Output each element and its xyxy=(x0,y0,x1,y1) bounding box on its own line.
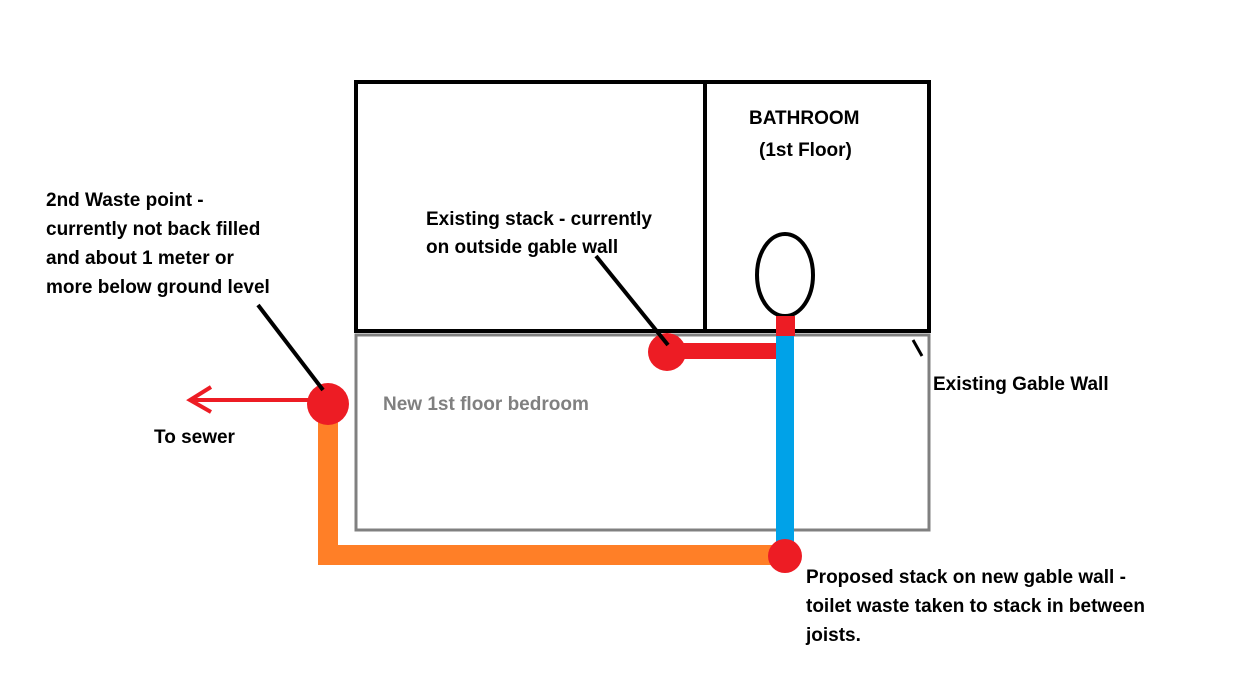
existing-stack-point xyxy=(648,333,686,371)
waste-point-label-line3: and about 1 meter or xyxy=(46,248,235,269)
bathroom-label-line1: BATHROOM xyxy=(749,108,859,129)
drain-vertical xyxy=(318,405,338,565)
existing-gable-wall-label: Existing Gable Wall xyxy=(933,374,1109,395)
bathroom-label-line2: (1st Floor) xyxy=(759,140,852,161)
new-bedroom-outline xyxy=(354,333,931,532)
proposed-stack-label-line2: toilet waste taken to stack in between xyxy=(806,596,1145,617)
waste-point-pointer xyxy=(256,303,325,392)
waste-point-label-line2: currently not back filled xyxy=(46,219,260,240)
toilet-waste-stub xyxy=(776,316,795,336)
gable-wall-pointer xyxy=(911,339,924,357)
proposed-stack-label-line1: Proposed stack on new gable wall - xyxy=(806,567,1126,588)
existing-stack-pointer xyxy=(594,254,670,347)
new-bedroom-label: New 1st floor bedroom xyxy=(383,394,589,415)
existing-waste-pipe xyxy=(667,343,777,359)
second-waste-point xyxy=(307,383,349,425)
drain-horizontal xyxy=(318,545,783,565)
to-sewer-label: To sewer xyxy=(154,427,236,448)
toilet-icon xyxy=(755,232,815,318)
sewer-arrow-head xyxy=(186,385,213,414)
existing-stack-label-line2: on outside gable wall xyxy=(426,237,618,258)
waste-point-label-line4: more below ground level xyxy=(46,277,270,298)
proposed-stack-pipe xyxy=(776,336,794,548)
existing-building-outline xyxy=(354,80,931,333)
proposed-stack-label-line3: joists. xyxy=(805,625,861,646)
waste-point-label-line1: 2nd Waste point - xyxy=(46,190,204,211)
proposed-stack-point xyxy=(768,539,802,573)
existing-stack-label-line1: Existing stack - currently xyxy=(426,209,652,230)
